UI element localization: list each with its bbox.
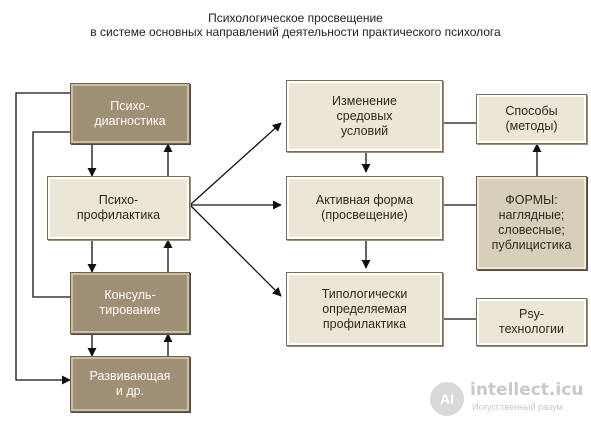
box-typological-label: Типологически определяемая профилактика xyxy=(321,286,408,331)
box-consulting: Консуль- тирование xyxy=(70,272,190,334)
box-forms-label: ФОРМЫ: наглядные; словесные; публицистик… xyxy=(491,193,572,252)
box-psy-technologies-label: Psy- технологии xyxy=(498,307,564,336)
box-psychodiagnostics: Психо- диагностика xyxy=(70,83,190,144)
box-forms: ФОРМЫ: наглядные; словесные; публицистик… xyxy=(476,176,587,270)
diagram-title-line1: Психологическое просвещение xyxy=(208,11,383,25)
box-active-form: Активная форма (просвещение) xyxy=(286,176,443,240)
box-environment-change: Изменение средовых условий xyxy=(286,80,443,152)
watermark-logo-icon: AI xyxy=(430,382,464,416)
box-developing: Развивающая и др. xyxy=(70,356,190,412)
box-consulting-label: Консуль- тирование xyxy=(99,288,161,317)
box-methods-label: Способы (методы) xyxy=(505,104,558,133)
arrow-to-typological xyxy=(189,204,282,297)
arrow-to-environment xyxy=(189,122,282,206)
box-psychoprophylaxis: Психо- профилактика xyxy=(47,176,190,240)
box-developing-label: Развивающая и др. xyxy=(89,369,171,398)
loop-outer xyxy=(15,92,71,385)
box-psy-technologies: Psy- технологии xyxy=(476,298,587,346)
box-psychodiagnostics-label: Психо- диагностика xyxy=(94,98,166,128)
box-methods: Способы (методы) xyxy=(476,94,587,144)
box-typological: Типологически определяемая профилактика xyxy=(286,272,443,346)
box-active-form-label: Активная форма (просвещение) xyxy=(315,193,414,222)
diagram-title-line2: в системе основных направлений деятельно… xyxy=(90,25,501,39)
watermark-subtitle: Искусственный разум xyxy=(472,402,563,412)
watermark-name: intellect.icu xyxy=(470,380,584,400)
loop-inner xyxy=(32,131,70,298)
box-environment-change-label: Изменение средовых условий xyxy=(332,93,397,138)
watermark: AI intellect.icu Искусственный разум xyxy=(430,378,590,422)
box-psychoprophylaxis-label: Психо- профилактика xyxy=(76,193,161,222)
